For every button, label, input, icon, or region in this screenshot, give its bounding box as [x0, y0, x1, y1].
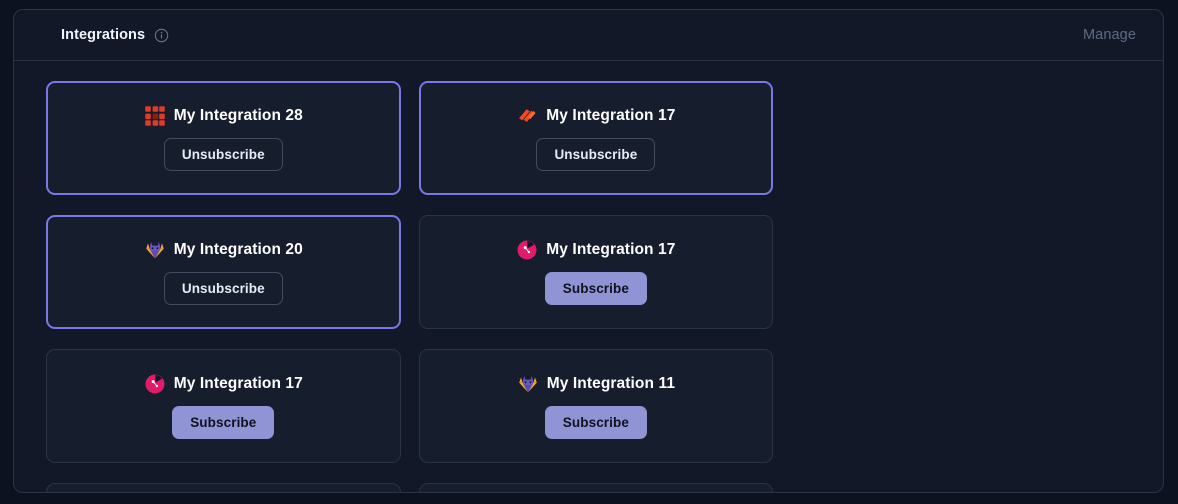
subscribe-button[interactable]: Subscribe [172, 405, 275, 440]
integration-card-head: My Integration 17 [144, 373, 303, 395]
integration-card-slot: My Integration 17 Unsubscribe [410, 71, 783, 205]
subscribe-button[interactable]: Subscribe [544, 271, 647, 306]
integration-name: My Integration 28 [173, 106, 303, 124]
integration-name: My Integration 20 [173, 240, 303, 258]
integration-card[interactable]: My Integration 17 Unsubscribe [418, 81, 774, 195]
integration-name: My Integration 17 [546, 240, 676, 258]
panel-header: Integrations Manage [14, 10, 1163, 61]
pink-circle-icon [144, 373, 166, 395]
integration-card[interactable]: My Integration 28 Unsubscribe [46, 81, 401, 195]
purple-fox-icon [144, 239, 166, 261]
integration-card[interactable]: My Integration 17 Subscribe [418, 215, 774, 329]
unsubscribe-button[interactable]: Unsubscribe [163, 137, 283, 172]
integration-card-head: My Integration 28 [144, 105, 303, 127]
manage-button[interactable]: Manage [1083, 27, 1136, 43]
integration-card-head: My Integration 20 [144, 239, 303, 261]
integration-card-slot: My Integration 28Subscribe [410, 473, 783, 492]
integration-name: My Integration 11 [546, 374, 676, 392]
integration-name: My Integration 17 [173, 374, 303, 392]
pink-circle-icon [516, 239, 538, 261]
integration-card[interactable]: My Integration 28Subscribe [418, 483, 774, 492]
integrations-panel: Integrations Manage My Integration 28 Uns… [13, 9, 1164, 493]
integration-name: My Integration 17 [546, 106, 676, 124]
unsubscribe-button[interactable]: Unsubscribe [536, 137, 656, 172]
integration-card-slot: My Integration 28Subscribe [37, 473, 410, 492]
integration-card-slot: My Integration 17 Subscribe [37, 339, 410, 473]
integration-card[interactable]: My Integration 11 Subscribe [418, 349, 774, 463]
unsubscribe-button[interactable]: Unsubscribe [163, 271, 283, 306]
integration-card-head: My Integration 17 [516, 239, 675, 261]
subscribe-button[interactable]: Subscribe [544, 405, 647, 440]
integration-card-head: My Integration 11 [517, 373, 675, 395]
page-title: Integrations [61, 27, 146, 43]
integration-card-slot: My Integration 28 Unsubscribe [37, 71, 410, 205]
integration-card[interactable]: My Integration 17 Subscribe [46, 349, 401, 463]
integration-card-slot: My Integration 17 Subscribe [410, 205, 783, 339]
integration-card[interactable]: My Integration 20 Unsubscribe [46, 215, 401, 329]
integration-card-head: My Integration 17 [516, 105, 675, 127]
red-grid-icon [144, 105, 166, 127]
integration-card-slot: My Integration 11 Subscribe [410, 339, 783, 473]
info-circle-icon[interactable] [154, 28, 169, 43]
integration-card[interactable]: My Integration 28Subscribe [46, 483, 401, 492]
integration-card-slot: My Integration 20 Unsubscribe [37, 205, 410, 339]
orange-slashes-icon [516, 105, 538, 127]
purple-fox-icon [517, 373, 539, 395]
